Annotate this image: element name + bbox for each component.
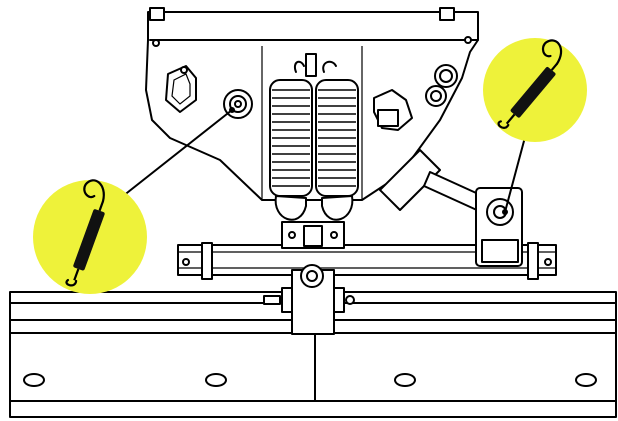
spring-coils-right: [318, 89, 356, 187]
blade-hole: [205, 373, 227, 387]
hydraulic-cylinder: [379, 149, 523, 267]
blade-hole: [394, 373, 416, 387]
trip-springs: [269, 53, 359, 249]
blade-hole: [575, 373, 597, 387]
spring-coils-left: [272, 89, 310, 187]
callout-right: [483, 38, 587, 142]
spring-grease-icon: [497, 39, 563, 129]
callout-left: [33, 179, 147, 294]
center-pin-assembly: [263, 264, 355, 335]
blade-hole: [23, 373, 45, 387]
spring-grease-icon: [65, 179, 105, 287]
